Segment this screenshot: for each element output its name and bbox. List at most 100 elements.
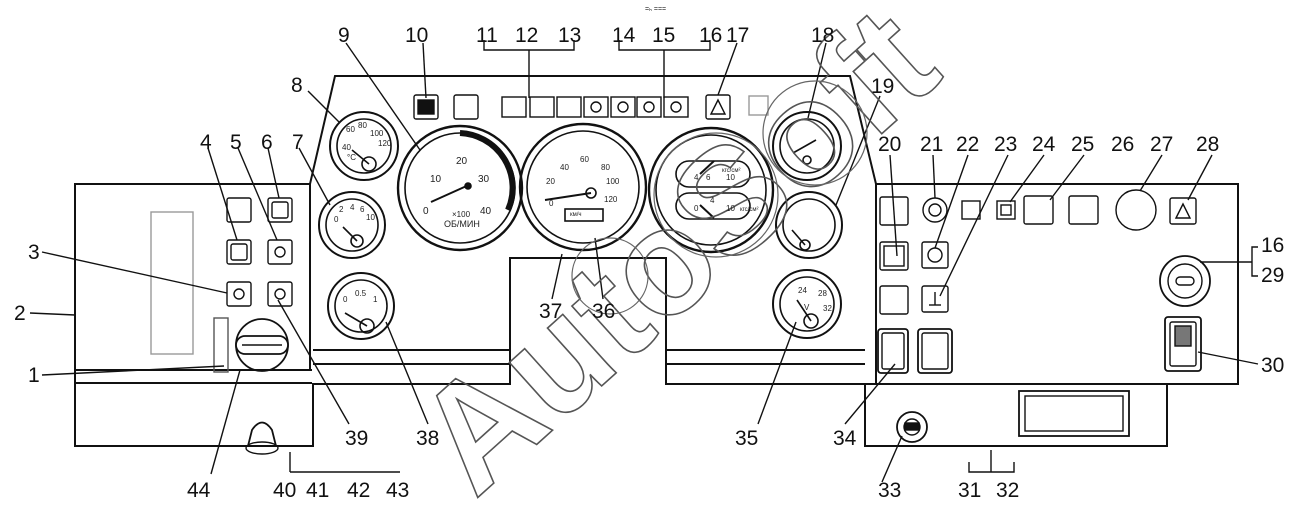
switch-3 [226, 281, 252, 307]
fuel-gauge [327, 272, 395, 340]
svg-text:20: 20 [546, 177, 555, 186]
svg-text:28: 28 [818, 289, 827, 298]
callout-43: 43 [386, 479, 409, 502]
callout-8: 8 [291, 74, 303, 97]
rocker-31-32 [917, 328, 953, 374]
callout-18: 18 [811, 24, 834, 47]
svg-text:40: 40 [342, 143, 351, 152]
callout-17: 17 [726, 24, 749, 47]
callout-28: 28 [1196, 133, 1219, 156]
svg-text:1: 1 [373, 295, 378, 304]
svg-text:V: V [804, 303, 810, 312]
svg-text:120: 120 [604, 195, 618, 204]
callout-40: 40 [273, 479, 296, 502]
switch-5 [267, 239, 293, 265]
glovebox [1018, 390, 1130, 437]
callout-13: 13 [558, 24, 581, 47]
callout-7: 7 [292, 131, 304, 154]
svg-text:0.5: 0.5 [355, 289, 367, 298]
oil-pressure-gauge [318, 191, 386, 259]
leader-lines [29, 42, 1259, 483]
callout-33: 33 [878, 479, 901, 502]
right-top-gauge [772, 111, 842, 181]
callout-2: 2 [14, 302, 26, 325]
tachometer [396, 124, 524, 252]
callout-5: 5 [230, 131, 242, 154]
svg-text:120: 120 [378, 139, 392, 148]
gauge-scales: 60 80 100 120 40 °C 0 2 4 6 10 0 0.5 1 0… [334, 121, 832, 313]
callout-42: 42 [347, 479, 370, 502]
switch-4 [226, 239, 252, 265]
callout-39: 39 [345, 427, 368, 450]
svg-text:0: 0 [423, 206, 429, 217]
svg-text:ОБ/МИН: ОБ/МИН [444, 219, 480, 229]
blank-lamp [453, 94, 479, 120]
callout-6: 6 [261, 131, 273, 154]
svg-text:40: 40 [560, 163, 569, 172]
callout-41: 41 [306, 479, 329, 502]
left-panel [150, 197, 293, 455]
callout-37: 37 [539, 300, 562, 323]
svg-text:0: 0 [334, 215, 339, 224]
svg-text:6: 6 [706, 173, 711, 182]
coolant-temp-gauge [329, 111, 399, 181]
callout-25: 25 [1071, 133, 1094, 156]
switch-22 [921, 241, 949, 269]
svg-text:4: 4 [694, 173, 699, 182]
right-panel [877, 189, 1211, 443]
svg-text:60: 60 [346, 125, 355, 134]
svg-text:10: 10 [366, 213, 375, 222]
svg-text:30: 30 [478, 174, 490, 185]
callout-27: 27 [1150, 133, 1173, 156]
switch-33 [896, 411, 928, 443]
svg-text:4: 4 [350, 203, 355, 212]
svg-text:24: 24 [798, 286, 807, 295]
svg-text:80: 80 [358, 121, 367, 130]
callout-19: 19 [871, 75, 894, 98]
svg-text:0: 0 [343, 295, 348, 304]
svg-text:0: 0 [694, 204, 699, 213]
rocker-30 [1164, 316, 1202, 372]
svg-text:кгс/см²: кгс/см² [740, 207, 758, 213]
svg-text:4: 4 [710, 196, 715, 205]
svg-text:32: 32 [823, 304, 832, 313]
voltmeter [772, 269, 842, 339]
callout-numbers: 1 2 3 4 5 6 7 8 9 10 11 12 13 14 15 16 1… [14, 24, 1284, 502]
switch-21 [922, 197, 948, 223]
indicator-strip [413, 94, 769, 120]
callout-16-right: 16 [1261, 234, 1284, 257]
switch-6 [267, 197, 293, 223]
callout-9: 9 [338, 24, 350, 47]
callout-1: 1 [28, 364, 40, 387]
callout-36: 36 [592, 300, 615, 323]
svg-text:100: 100 [370, 129, 384, 138]
svg-text:кгс/см²: кгс/см² [722, 168, 740, 174]
callout-35: 35 [735, 427, 758, 450]
svg-text:10: 10 [726, 204, 735, 213]
callout-29: 29 [1261, 264, 1284, 287]
callout-26: 26 [1111, 133, 1134, 156]
callout-16: 16 [699, 24, 722, 47]
svg-text:10: 10 [726, 173, 735, 182]
panel-outline [74, 75, 1239, 447]
svg-text:20: 20 [456, 156, 468, 167]
svg-text:2: 2 [339, 205, 344, 214]
callout-30: 30 [1261, 354, 1284, 377]
right-mid-gauge [775, 191, 843, 259]
switch-28 [1169, 197, 1197, 225]
lamp-24 [996, 200, 1016, 220]
switch-20-top [879, 196, 909, 226]
callout-12: 12 [515, 24, 538, 47]
callout-14: 14 [612, 24, 636, 47]
callout-15: 15 [652, 24, 675, 47]
callout-23: 23 [994, 133, 1017, 156]
svg-text:40: 40 [480, 206, 492, 217]
info-plate [150, 211, 194, 355]
air-pressure-gauge [647, 126, 775, 254]
socket-26 [1115, 189, 1157, 231]
callout-32: 32 [996, 479, 1019, 502]
svg-text:10: 10 [430, 174, 442, 185]
callout-3: 3 [28, 241, 40, 264]
callout-34: 34 [833, 427, 857, 450]
